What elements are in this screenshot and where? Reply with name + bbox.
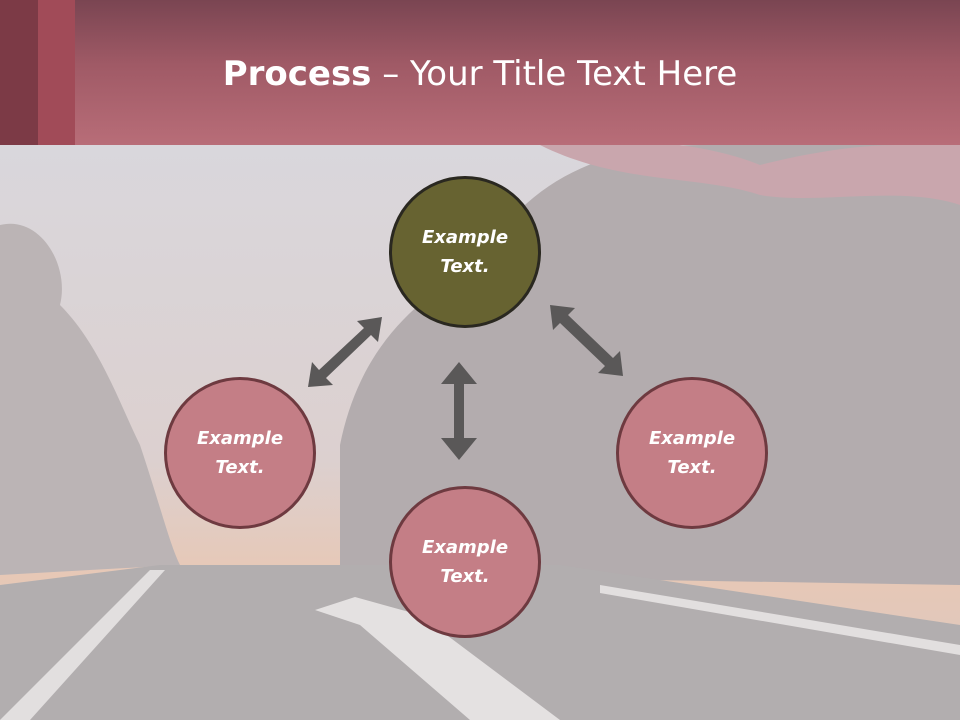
process-node-bottom[interactable]: Example Text. — [389, 486, 541, 638]
double-arrow-top-left — [308, 317, 382, 387]
node-label: Example Text. — [648, 428, 736, 478]
title-bold: Process — [222, 54, 372, 94]
header-stripe — [0, 0, 38, 145]
header-stripe — [38, 0, 75, 145]
double-arrow-top-right — [550, 305, 623, 376]
double-arrow-vertical — [441, 362, 477, 460]
header-band: Process – Your Title Text Here — [0, 0, 960, 145]
node-label: Example Text. — [421, 537, 509, 587]
process-node-left[interactable]: Example Text. — [164, 377, 316, 529]
process-node-top[interactable]: Example Text. — [389, 176, 541, 328]
node-label: Example Text. — [421, 227, 509, 277]
slide-title: Process – Your Title Text Here — [0, 52, 960, 96]
process-node-right[interactable]: Example Text. — [616, 377, 768, 529]
title-rest: – Your Title Text Here — [371, 54, 738, 94]
node-label: Example Text. — [196, 428, 284, 478]
